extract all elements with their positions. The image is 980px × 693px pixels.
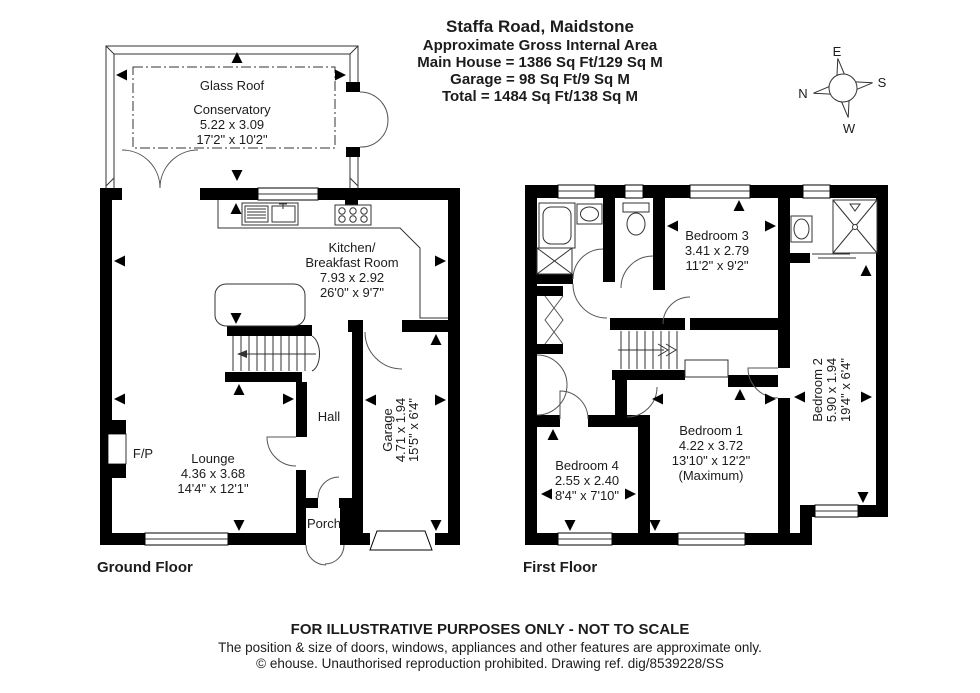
lounge-imperial: 14'4" x 12'1"	[177, 481, 249, 496]
window	[257, 187, 319, 201]
kitchen-metric: 7.93 x 2.92	[320, 270, 384, 285]
window	[624, 184, 644, 199]
french-door-arc	[359, 119, 389, 148]
conservatory-imperial: 17'2" x 10'2"	[196, 132, 268, 147]
bedroom1-imperial: 13'10" x 12'2"	[672, 453, 751, 468]
stairs-direction-arrow	[657, 343, 669, 357]
window	[557, 184, 596, 199]
glass-roof-label: Glass Roof	[200, 78, 265, 93]
shower-enclosure	[832, 199, 878, 254]
kitchen-label-line2: Breakfast Room	[305, 255, 398, 270]
bedroom1-label: Bedroom 1	[679, 423, 743, 438]
bathtub	[538, 202, 576, 249]
window	[814, 504, 859, 518]
compass-west-label: W	[843, 121, 856, 136]
fireplace	[100, 420, 127, 478]
kitchen-label-line1: Kitchen/	[329, 240, 376, 255]
bedroom4-imperial: 8'4" x 7'10"	[555, 488, 619, 503]
disclaimer-line: FOR ILLUSTRATIVE PURPOSES ONLY - NOT TO …	[291, 621, 690, 638]
stair-bulkhead	[684, 359, 729, 378]
first-floor-title: First Floor	[523, 559, 597, 576]
property-address: Staffa Road, Maidstone	[446, 17, 634, 36]
staircase-first	[618, 331, 678, 369]
lounge-metric: 4.36 x 3.68	[181, 466, 245, 481]
staircase-ground	[232, 335, 320, 372]
toilet	[622, 202, 650, 236]
garage-label-group: Garage 4.71 x 1.94 15'5" x 6'4"	[380, 398, 421, 463]
kitchen-counter	[217, 200, 448, 319]
main-house-area: Main House = 1386 Sq Ft/129 Sq M	[417, 54, 663, 71]
bedroom3-metric: 3.41 x 2.79	[685, 243, 749, 258]
bedroom2-imperial: 19'4" x 6'4"	[838, 358, 853, 422]
hob	[334, 204, 372, 226]
bedroom1-metric: 4.22 x 3.72	[679, 438, 743, 453]
basin	[790, 215, 813, 243]
title-block: Staffa Road, Maidstone Approximate Gross…	[417, 17, 663, 105]
footer-disclaimer: FOR ILLUSTRATIVE PURPOSES ONLY - NOT TO …	[218, 621, 762, 671]
kitchen-imperial: 26'0" x 9'7"	[320, 285, 384, 300]
garage-metric: 4.71 x 1.94	[393, 398, 408, 462]
shower-head-icon	[849, 203, 861, 212]
window	[144, 532, 229, 546]
ground-floor-plan: Glass Roof Conservatory 5.22 x 3.09 17'2…	[97, 45, 460, 576]
glass-roof-outline	[132, 66, 336, 149]
window	[689, 184, 751, 199]
ground-floor-title: Ground Floor	[97, 559, 193, 576]
conservatory-walls	[105, 45, 389, 188]
ground-floor-doors	[121, 149, 403, 566]
hall-label: Hall	[318, 409, 341, 424]
conservatory-metric: 5.22 x 3.09	[200, 117, 264, 132]
compass-star-icon	[813, 58, 873, 118]
sliding-door	[812, 253, 856, 259]
first-floor-walls	[525, 185, 888, 545]
area-subtitle: Approximate Gross Internal Area	[423, 37, 658, 54]
compass-east-label: E	[833, 44, 842, 59]
french-door-arc	[359, 91, 389, 121]
ground-floor-walls	[100, 188, 460, 545]
bedroom2-label: Bedroom 2	[810, 358, 825, 422]
bedroom4-label: Bedroom 4	[555, 458, 619, 473]
bedroom2-metric: 5.90 x 1.94	[824, 358, 839, 422]
breakfast-table	[214, 283, 306, 327]
copyright-line: © ehouse. Unauthorised reproduction proh…	[256, 656, 724, 671]
window	[802, 184, 831, 199]
garage-area: Garage = 98 Sq Ft/9 Sq M	[450, 71, 630, 88]
first-floor-doors	[536, 248, 856, 420]
garage-label: Garage	[380, 408, 395, 451]
bedroom3-label: Bedroom 3	[685, 228, 749, 243]
porch-label: Porch	[307, 516, 341, 531]
french-door-opening	[344, 91, 362, 148]
garage-imperial: 15'5" x 6'4"	[406, 398, 421, 462]
compass-rose: E S W N	[798, 44, 886, 136]
stairs-direction-arrow	[237, 350, 247, 358]
bedroom4-metric: 2.55 x 2.40	[555, 473, 619, 488]
window	[557, 532, 613, 546]
approx-note-line: The position & size of doors, windows, a…	[218, 640, 762, 655]
total-area: Total = 1484 Sq Ft/138 Sq M	[442, 88, 638, 105]
shower-tray	[536, 247, 573, 275]
window	[677, 532, 746, 546]
bedroom3-imperial: 11'2" x 9'2"	[685, 258, 748, 273]
conservatory-label: Conservatory	[193, 102, 271, 117]
basin	[576, 203, 603, 225]
bedroom2-label-group: Bedroom 2 5.90 x 1.94 19'4" x 6'4"	[810, 358, 853, 423]
garage-door	[369, 530, 433, 551]
fireplace-label: F/P	[133, 446, 153, 461]
bedroom1-note: (Maximum)	[679, 468, 744, 483]
lounge-label: Lounge	[191, 451, 234, 466]
compass-south-label: S	[878, 75, 887, 90]
first-floor-plan: Bedroom 3 3.41 x 2.79 11'2" x 9'2" Bedro…	[523, 184, 888, 576]
kitchen-sink	[241, 202, 299, 226]
compass-north-label: N	[798, 86, 807, 101]
